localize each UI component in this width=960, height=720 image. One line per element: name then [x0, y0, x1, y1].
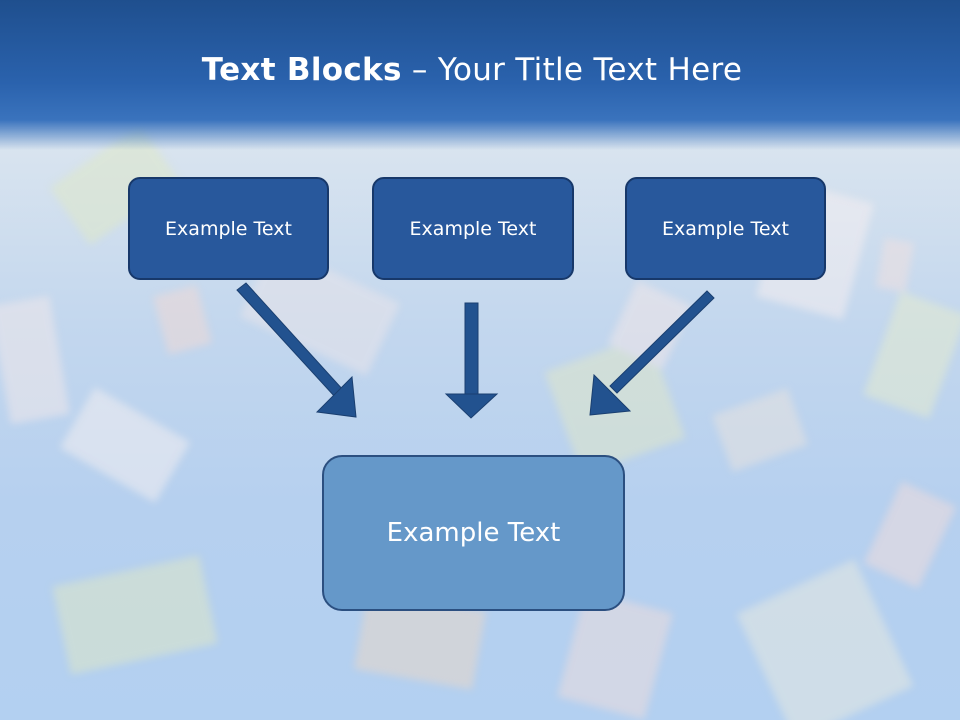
title-bold-part: Text Blocks: [201, 52, 402, 88]
target-text-block-label: Example Text: [386, 518, 561, 548]
slide-title: Text Blocks – Your Title Text Here: [0, 52, 944, 88]
text-block-3-label: Example Text: [662, 217, 789, 240]
text-block-1[interactable]: Example Text: [128, 177, 329, 280]
text-block-1-label: Example Text: [165, 217, 292, 240]
target-text-block[interactable]: Example Text: [322, 455, 625, 611]
title-rest-part: – Your Title Text Here: [401, 52, 743, 88]
text-block-2-label: Example Text: [409, 217, 537, 240]
title-bar: [0, 0, 960, 150]
text-block-2[interactable]: Example Text: [372, 177, 574, 280]
arrow-left-icon: [236, 282, 357, 418]
arrow-down-icon: [444, 302, 499, 419]
arrow-right-icon: [589, 290, 715, 416]
text-block-3[interactable]: Example Text: [625, 177, 826, 280]
